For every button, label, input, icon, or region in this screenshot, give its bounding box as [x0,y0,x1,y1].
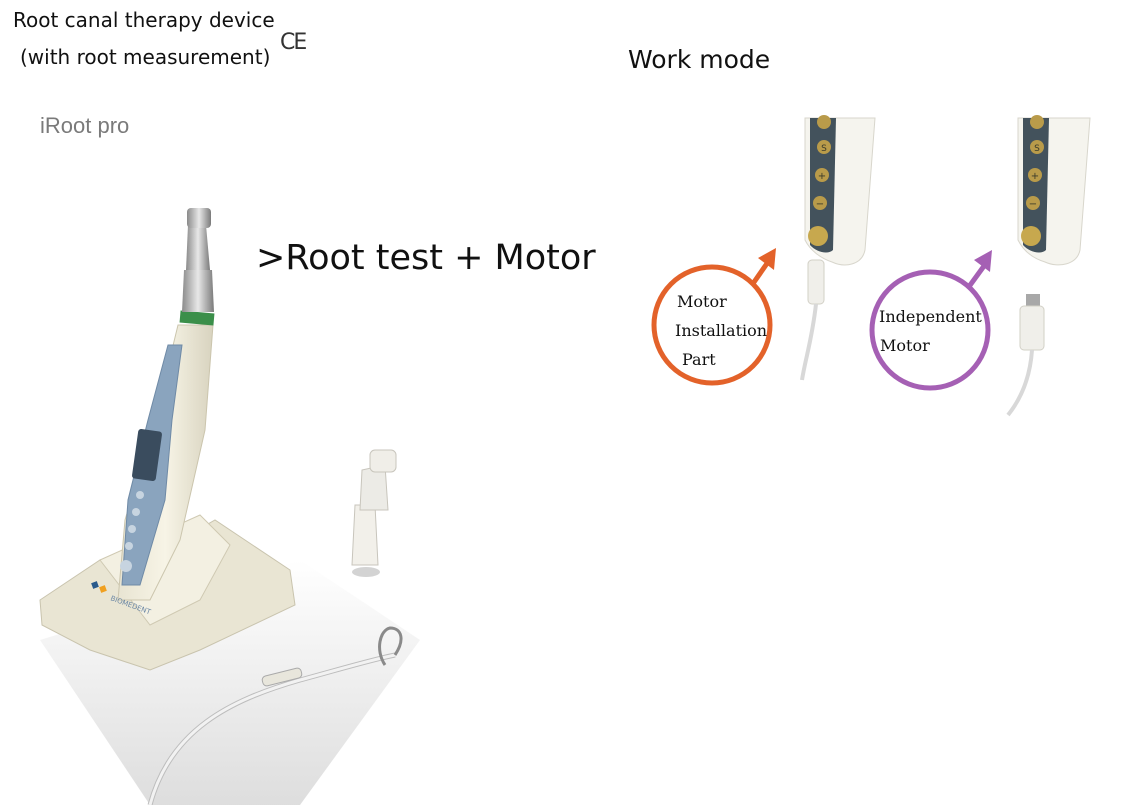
work-mode-diagram: S + − S + − [651,115,1091,417]
work-mode-title: Work mode [628,45,771,74]
mode-independent-line1: Independent [879,307,982,326]
product-subtitle: (with root measurement) [20,45,271,69]
svg-text:−: − [1029,199,1037,210]
svg-text:S: S [821,144,827,154]
mode-motor-line2: Installation [675,321,768,340]
feature-headline: >Root test + Motor [256,238,596,278]
mode-motor-line1: Motor [677,292,727,311]
mode-independent-line2: Motor [880,336,930,355]
svg-text:−: − [816,199,824,210]
handle-with-motor-image: S + − [800,115,876,381]
mode-motor-line3: Part [682,350,716,369]
svg-text:S: S [1034,144,1040,154]
svg-text:+: + [1031,171,1039,182]
ce-mark: CE [280,30,307,55]
product-title: Root canal therapy device [13,8,275,32]
model-name: iRoot pro [40,113,130,138]
svg-text:+: + [818,171,826,182]
device-image: BIOMEDENT [39,208,420,805]
handle-independent-image: S + − [1006,115,1091,417]
